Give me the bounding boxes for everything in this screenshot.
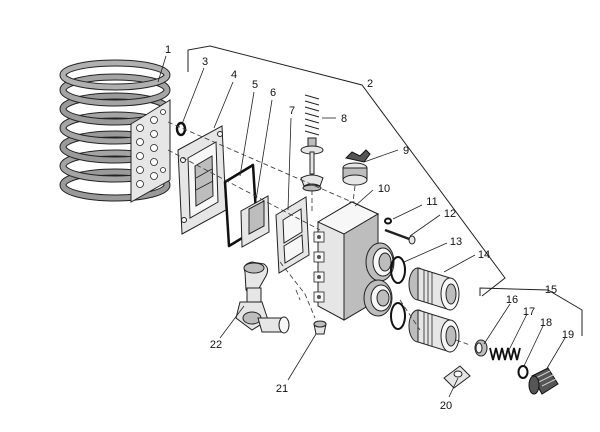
part-4-manifold-plate	[177, 125, 227, 235]
part-21-plug	[313, 320, 327, 335]
callout-20: 20	[440, 400, 452, 412]
callout-5: 5	[252, 79, 258, 91]
callout-15: 15	[545, 284, 557, 296]
callout-9: 9	[403, 145, 409, 157]
part-20-bracket	[443, 365, 471, 389]
callout-8: 8	[341, 113, 347, 125]
callout-17: 17	[523, 306, 535, 318]
callout-11: 11	[426, 196, 437, 208]
callout-2: 2	[367, 78, 373, 90]
callout-12: 12	[444, 208, 456, 220]
callout-6: 6	[270, 87, 276, 99]
part-8-spring-valve	[300, 94, 324, 192]
part-12-bolt	[384, 228, 416, 245]
callout-13: 13	[450, 236, 462, 248]
part-17-spring	[489, 347, 521, 361]
callout-16: 16	[506, 294, 518, 306]
part-14-unions	[408, 267, 460, 353]
callout-19: 19	[562, 329, 574, 341]
part-7-plate	[275, 196, 310, 274]
part-22-drain-fitting	[235, 261, 290, 334]
callout-1: 1	[165, 44, 171, 56]
part-13-o-rings	[390, 256, 406, 330]
callout-3: 3	[202, 56, 208, 68]
part-11-o-ring	[384, 217, 392, 225]
callout-numbers: 1 2 3 4 5 6 7 8 9 10 11 12 13 14 15 16 1…	[165, 44, 574, 412]
callout-14: 14	[478, 249, 490, 261]
part-2-header-body	[313, 201, 395, 321]
leader-lines	[157, 55, 566, 398]
assembly-dashed-lines	[167, 121, 471, 346]
callout-10: 10	[378, 183, 390, 195]
part-18-o-ring	[517, 365, 529, 379]
callout-21: 21	[276, 383, 288, 395]
callout-22: 22	[210, 339, 222, 351]
part-19-cap	[528, 367, 559, 395]
group-brackets	[187, 45, 583, 336]
part-9-fitting	[342, 149, 371, 186]
callout-18: 18	[540, 317, 552, 329]
callout-7: 7	[289, 105, 295, 117]
part-1-coil	[59, 59, 171, 203]
part-6-baffle	[240, 195, 270, 248]
callout-4: 4	[231, 69, 237, 81]
